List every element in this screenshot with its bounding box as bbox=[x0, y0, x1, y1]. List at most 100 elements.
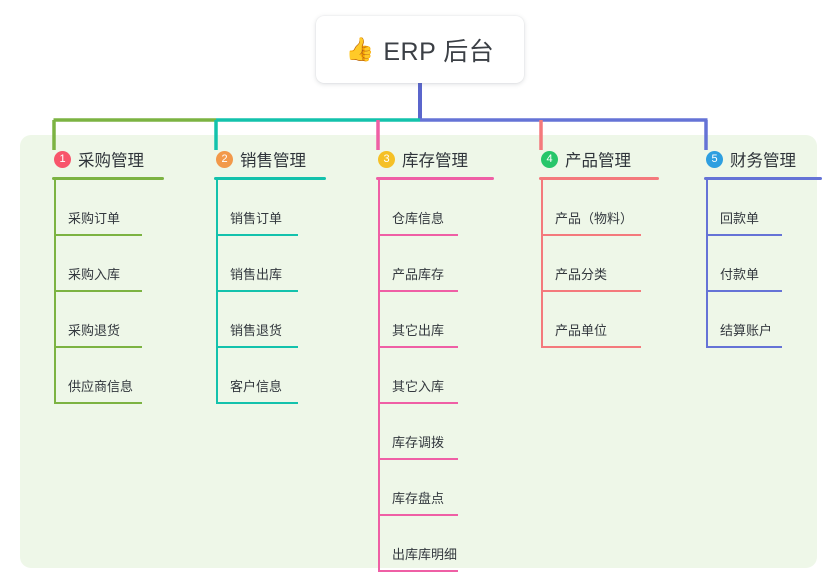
branch-item[interactable]: 结算账户 bbox=[688, 292, 830, 348]
branch-underline bbox=[376, 177, 494, 180]
branch-item[interactable]: 库存调拨 bbox=[360, 404, 512, 460]
branch-header-3[interactable]: 3 库存管理 bbox=[360, 148, 512, 170]
thumbs-up-icon: 👍 bbox=[345, 36, 375, 62]
branch-item-label: 出库库明细 bbox=[392, 547, 458, 562]
branch-item-underline bbox=[378, 458, 458, 460]
branch-item-label: 销售退货 bbox=[230, 323, 283, 338]
branch-title: 财务管理 bbox=[730, 152, 796, 170]
branch-item-underline bbox=[378, 234, 458, 236]
branch-title: 库存管理 bbox=[402, 152, 468, 170]
branch-item-list: 回款单付款单结算账户 bbox=[688, 180, 830, 348]
branch-item-underline bbox=[706, 234, 782, 236]
branch-item-label: 产品分类 bbox=[555, 267, 608, 282]
branch-item-label: 采购退货 bbox=[68, 323, 121, 338]
branch-item-label: 供应商信息 bbox=[68, 379, 134, 394]
branch-item-underline bbox=[541, 290, 641, 292]
branch-number-badge: 4 bbox=[541, 150, 558, 168]
branch-underline bbox=[52, 177, 164, 180]
branch-item-underline bbox=[216, 290, 298, 292]
branch-spine bbox=[541, 180, 543, 348]
branch-item-label: 采购订单 bbox=[68, 211, 121, 226]
branch-item-underline bbox=[216, 402, 298, 404]
branch-item-label: 产品库存 bbox=[392, 267, 445, 282]
branch-spine bbox=[216, 180, 218, 404]
branch-item[interactable]: 采购入库 bbox=[36, 236, 186, 292]
branch-item[interactable]: 仓库信息 bbox=[360, 180, 512, 236]
branch-item-label: 付款单 bbox=[720, 267, 760, 282]
branch-spine bbox=[378, 180, 380, 572]
branch-number-badge: 3 bbox=[378, 150, 395, 168]
branch-item[interactable]: 产品（物料） bbox=[523, 180, 671, 236]
branch-item[interactable]: 销售出库 bbox=[198, 236, 348, 292]
branch-item-underline bbox=[54, 234, 142, 236]
branch-item-underline bbox=[378, 514, 458, 516]
branches-panel bbox=[20, 135, 817, 568]
branch-item-underline bbox=[378, 346, 458, 348]
branch-item-underline bbox=[54, 346, 142, 348]
branch-item[interactable]: 销售订单 bbox=[198, 180, 348, 236]
branch-item-label: 回款单 bbox=[720, 211, 760, 226]
branch-number-badge: 5 bbox=[706, 150, 723, 168]
branch-underline bbox=[539, 177, 659, 180]
branch-title: 产品管理 bbox=[565, 152, 631, 170]
branch-item-list: 销售订单销售出库销售退货客户信息 bbox=[198, 180, 348, 404]
branch-underline bbox=[704, 177, 822, 180]
root-node[interactable]: 👍 ERP 后台 bbox=[316, 16, 524, 83]
branch-item-label: 销售出库 bbox=[230, 267, 283, 282]
branch-item-underline bbox=[216, 346, 298, 348]
branch-item-underline bbox=[706, 290, 782, 292]
branch-item-underline bbox=[541, 346, 641, 348]
branch-header-4[interactable]: 4 产品管理 bbox=[523, 148, 671, 170]
branch-spine bbox=[54, 180, 56, 404]
branch-header-5[interactable]: 5 财务管理 bbox=[688, 148, 830, 170]
branch-item-underline bbox=[541, 234, 641, 236]
branch-column-4: 4 产品管理产品（物料） 产品分类产品单位 bbox=[523, 148, 671, 348]
branch-column-3: 3 库存管理仓库信息产品库存其它出库其它入库库存调拨库存盘点出库库明细 bbox=[360, 148, 512, 572]
branch-title: 采购管理 bbox=[78, 152, 144, 170]
branch-item[interactable]: 采购订单 bbox=[36, 180, 186, 236]
branch-item-label: 销售订单 bbox=[230, 211, 283, 226]
branch-item-underline bbox=[706, 346, 782, 348]
branch-item[interactable]: 其它入库 bbox=[360, 348, 512, 404]
branch-item-list: 仓库信息产品库存其它出库其它入库库存调拨库存盘点出库库明细 bbox=[360, 180, 512, 572]
branch-item-label: 结算账户 bbox=[720, 323, 773, 338]
branch-item-list: 产品（物料） 产品分类产品单位 bbox=[523, 180, 671, 348]
branch-number-badge: 1 bbox=[54, 150, 71, 168]
branch-item[interactable]: 回款单 bbox=[688, 180, 830, 236]
branch-item-label: 其它入库 bbox=[392, 379, 445, 394]
branch-item-label: 采购入库 bbox=[68, 267, 121, 282]
branch-item[interactable]: 库存盘点 bbox=[360, 460, 512, 516]
branch-item[interactable]: 客户信息 bbox=[198, 348, 348, 404]
branch-item-label: 其它出库 bbox=[392, 323, 445, 338]
branch-column-2: 2 销售管理销售订单销售出库销售退货客户信息 bbox=[198, 148, 348, 404]
branch-item[interactable]: 付款单 bbox=[688, 236, 830, 292]
root-title: ERP 后台 bbox=[383, 37, 495, 66]
branch-item[interactable]: 出库库明细 bbox=[360, 516, 512, 572]
branch-item-label: 库存盘点 bbox=[392, 491, 445, 506]
branch-item-underline bbox=[378, 290, 458, 292]
branch-item[interactable]: 产品单位 bbox=[523, 292, 671, 348]
branch-item[interactable]: 采购退货 bbox=[36, 292, 186, 348]
branch-item[interactable]: 其它出库 bbox=[360, 292, 512, 348]
branch-item-label: 仓库信息 bbox=[392, 211, 445, 226]
branch-item[interactable]: 供应商信息 bbox=[36, 348, 186, 404]
branch-item[interactable]: 销售退货 bbox=[198, 292, 348, 348]
branch-header-2[interactable]: 2 销售管理 bbox=[198, 148, 348, 170]
branch-item-underline bbox=[216, 234, 298, 236]
branch-item-underline bbox=[54, 290, 142, 292]
branch-underline bbox=[214, 177, 326, 180]
branch-column-1: 1 采购管理采购订单采购入库采购退货供应商信息 bbox=[36, 148, 186, 404]
branch-spine bbox=[706, 180, 708, 348]
branch-item[interactable]: 产品库存 bbox=[360, 236, 512, 292]
branch-header-1[interactable]: 1 采购管理 bbox=[36, 148, 186, 170]
branch-title: 销售管理 bbox=[240, 152, 306, 170]
branch-item[interactable]: 产品分类 bbox=[523, 236, 671, 292]
branch-item-label: 库存调拨 bbox=[392, 435, 445, 450]
branch-item-underline bbox=[54, 402, 142, 404]
branch-item-underline bbox=[378, 570, 458, 572]
branch-item-label: 产品单位 bbox=[555, 323, 608, 338]
branch-item-list: 采购订单采购入库采购退货供应商信息 bbox=[36, 180, 186, 404]
branch-number-badge: 2 bbox=[216, 150, 233, 168]
